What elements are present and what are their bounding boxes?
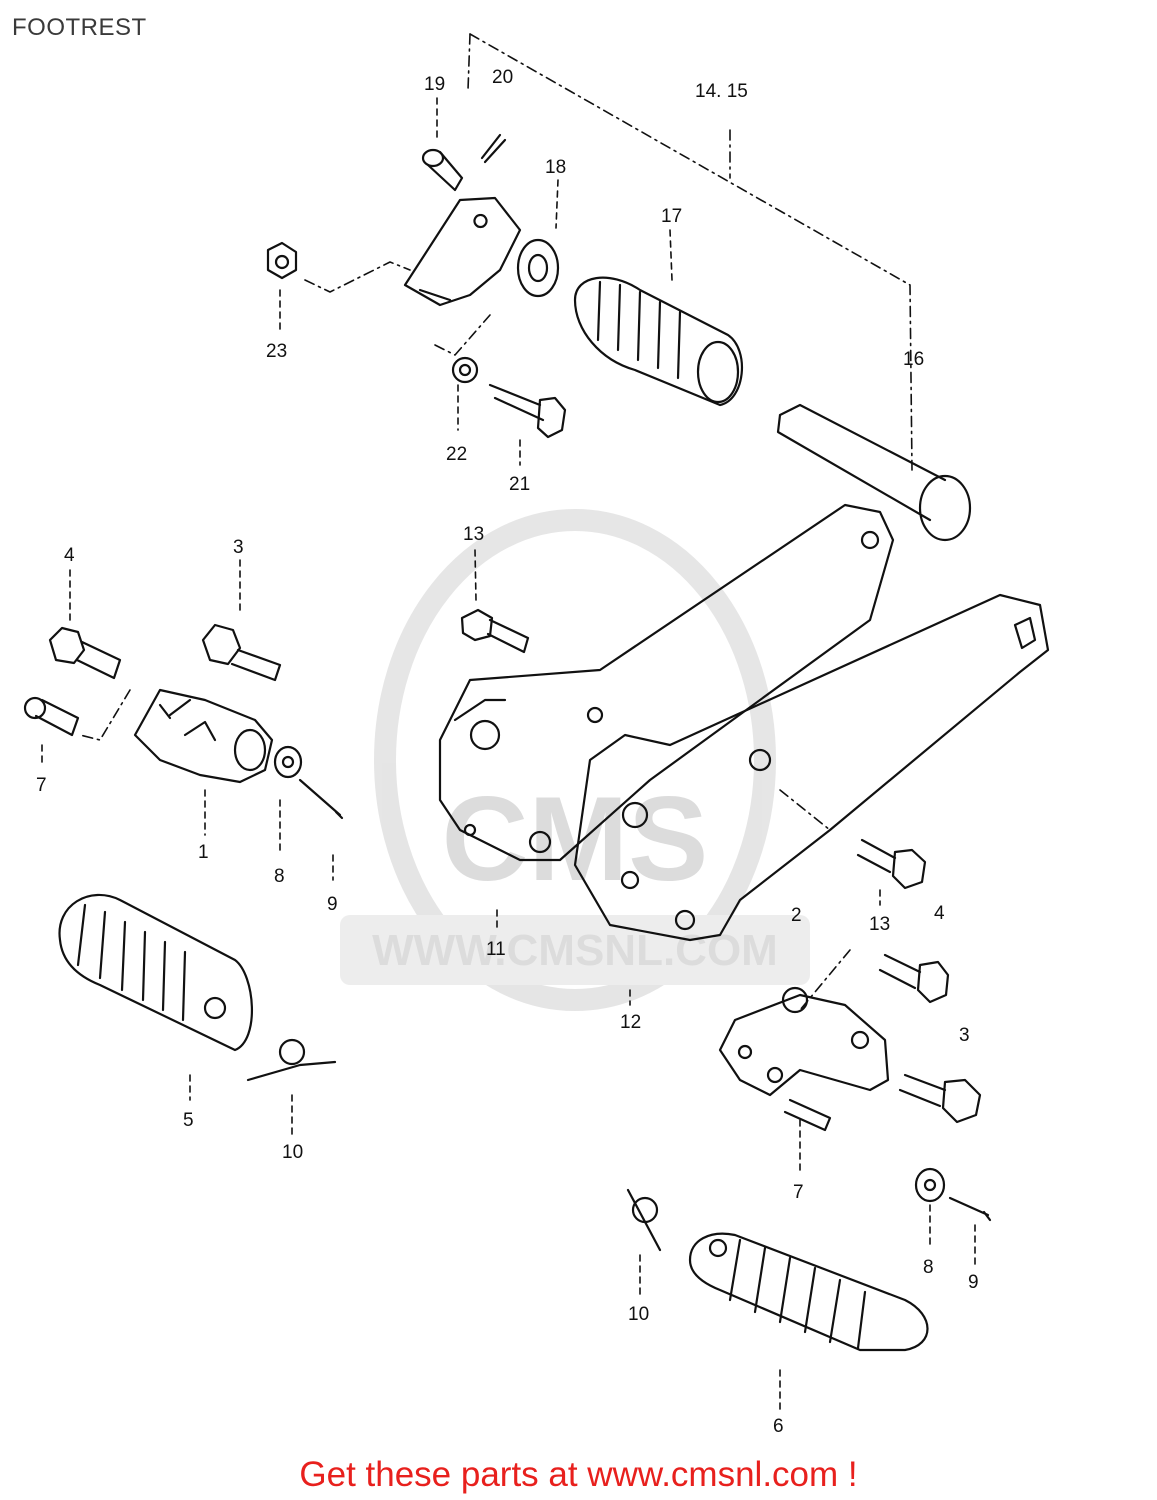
callout-8-right: 8 xyxy=(923,1257,934,1278)
callout-10-left: 10 xyxy=(282,1142,303,1163)
part-18-washer xyxy=(516,238,560,298)
part-4-bolt-right xyxy=(856,838,927,890)
callout-17: 17 xyxy=(661,206,682,227)
callout-16: 16 xyxy=(903,349,924,370)
part-22-washer xyxy=(451,356,479,384)
callout-23: 23 xyxy=(266,341,287,362)
watermark-site-text: WWW.CMSNL.COM xyxy=(372,926,778,975)
callout-4-right: 4 xyxy=(934,903,945,924)
reference-lines xyxy=(79,33,913,1011)
callout-13-right: 13 xyxy=(869,914,890,935)
callout-4-left: 4 xyxy=(64,545,75,566)
callout-10-right: 10 xyxy=(628,1304,649,1325)
part-10-clip-right xyxy=(626,1188,662,1252)
callout-9-left: 9 xyxy=(327,894,338,915)
callout-9-right: 9 xyxy=(968,1272,979,1293)
callout-22: 22 xyxy=(446,444,467,465)
part-8-washer-left xyxy=(273,745,303,779)
part-3-bolt-right xyxy=(898,1073,982,1124)
part-bracket xyxy=(403,196,522,307)
callout-8-left: 8 xyxy=(274,866,285,887)
callout-12: 12 xyxy=(620,1012,641,1033)
callout-13-upper: 13 xyxy=(463,524,484,545)
part-7-pin-left xyxy=(23,696,80,737)
part-20-cotter-pin xyxy=(480,133,507,164)
footrest-exploded-diagram: CMS WWW.CMSNL.COM xyxy=(23,33,1050,1437)
part-13-bolt-upper xyxy=(460,608,530,654)
callout-5: 5 xyxy=(183,1110,194,1131)
part-21-bolt xyxy=(488,383,567,439)
callout-7-right: 7 xyxy=(793,1182,804,1203)
part-9-pin-left xyxy=(298,778,344,820)
callout-2: 2 xyxy=(791,905,802,926)
callout-6: 6 xyxy=(773,1416,784,1437)
callout-14-15: 14. 15 xyxy=(695,81,748,102)
callout-7-left: 7 xyxy=(36,775,47,796)
part-7-pin-right xyxy=(783,1098,832,1132)
part-9-pin-right xyxy=(948,1196,992,1222)
callout-3-right: 3 xyxy=(959,1025,970,1046)
callout-21: 21 xyxy=(509,474,530,495)
callouts: 1 2 3 3 4 4 5 6 7 7 8 8 9 9 10 10 11 12 … xyxy=(36,67,979,1437)
part-3-bolt-left xyxy=(201,623,282,682)
callout-20: 20 xyxy=(492,67,513,88)
callout-3-left: 3 xyxy=(233,537,244,558)
get-parts-link[interactable]: Get these parts at www.cmsnl.com ! xyxy=(299,1455,858,1494)
part-4-bolt-left xyxy=(48,626,122,680)
part-17-rubber xyxy=(573,276,744,407)
part-10-clip-left xyxy=(246,1038,337,1082)
part-23-nut xyxy=(266,241,298,280)
part-13-bolt-right xyxy=(878,953,950,1004)
part-12-bracket xyxy=(573,593,1050,942)
part-11-bracket xyxy=(438,503,895,862)
part-2-bracket xyxy=(718,986,890,1097)
part-1-bracket xyxy=(133,688,274,784)
part-8-washer-right xyxy=(914,1167,946,1203)
part-6-footpeg-right xyxy=(688,1232,929,1352)
callout-19: 19 xyxy=(424,74,445,95)
part-5-footpeg-left xyxy=(58,894,254,1052)
leader-lines xyxy=(41,97,976,1411)
callout-11: 11 xyxy=(486,939,506,960)
part-16-shaft xyxy=(776,403,972,542)
watermark-logo-text: CMS xyxy=(442,772,709,906)
watermark: CMS WWW.CMSNL.COM xyxy=(340,509,810,1011)
callout-18: 18 xyxy=(545,157,566,178)
callout-1: 1 xyxy=(198,842,209,863)
part-19-bolt xyxy=(421,148,464,192)
page-title: FOOTREST xyxy=(12,14,147,41)
